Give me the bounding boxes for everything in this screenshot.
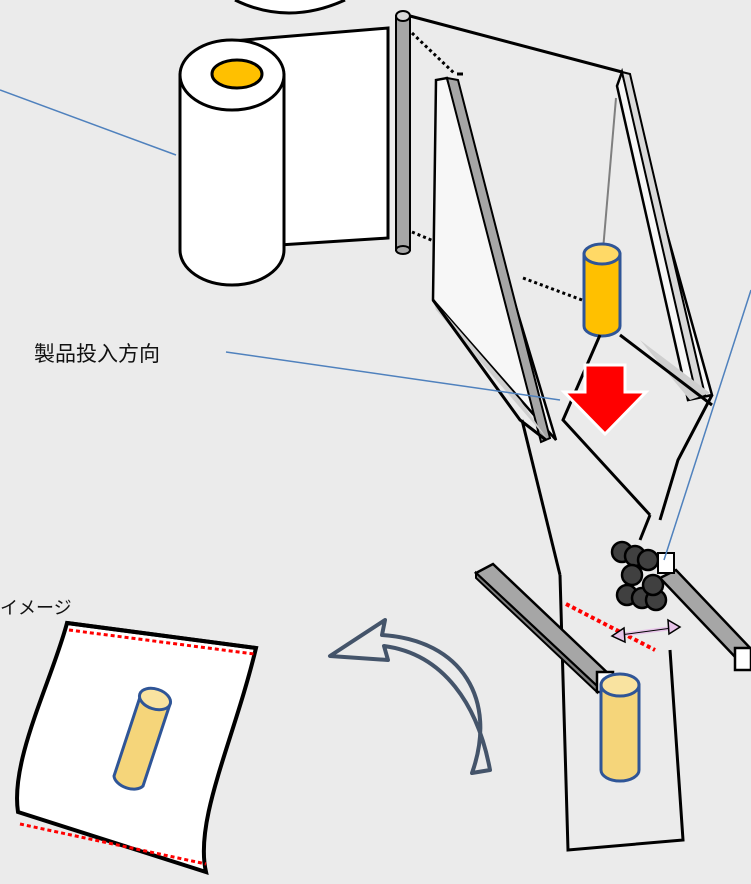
roll-core xyxy=(210,58,264,90)
leader-line-roll xyxy=(0,89,177,156)
seal-line-dotted xyxy=(565,602,656,652)
former-right-panel xyxy=(615,67,714,402)
double-arrow-icon xyxy=(610,618,682,644)
bag-bottom-seal-red xyxy=(19,822,207,866)
bag-top-seal xyxy=(66,621,257,650)
top-circle-outline xyxy=(234,0,346,15)
film-top-edge xyxy=(409,14,623,74)
guide-rod xyxy=(395,10,411,255)
image-caption-label: イメージ xyxy=(0,598,72,619)
film-tube xyxy=(431,299,714,852)
product-guide-line xyxy=(602,97,617,251)
feed-rollers xyxy=(610,540,675,612)
product-direction-label: 製品投入方向 xyxy=(34,342,160,366)
former-left-panel xyxy=(431,76,558,444)
leader-line-rollers xyxy=(663,289,751,561)
leader-line-product-direction xyxy=(225,351,561,401)
down-arrow-icon xyxy=(560,363,650,437)
dotted-line-product xyxy=(522,276,583,302)
dotted-line-top xyxy=(410,31,457,76)
film-roll xyxy=(178,38,286,287)
finished-product-cylinder xyxy=(599,672,641,783)
curved-arrow-icon xyxy=(328,618,492,775)
seal-bar-left xyxy=(473,562,616,695)
bag-product xyxy=(112,686,173,791)
product-cylinder xyxy=(582,242,622,338)
dotted-line-bottom xyxy=(411,230,437,244)
seal-bar-right xyxy=(657,568,751,672)
finished-bag-image xyxy=(15,620,259,875)
bag-top-seal-red xyxy=(68,628,255,656)
